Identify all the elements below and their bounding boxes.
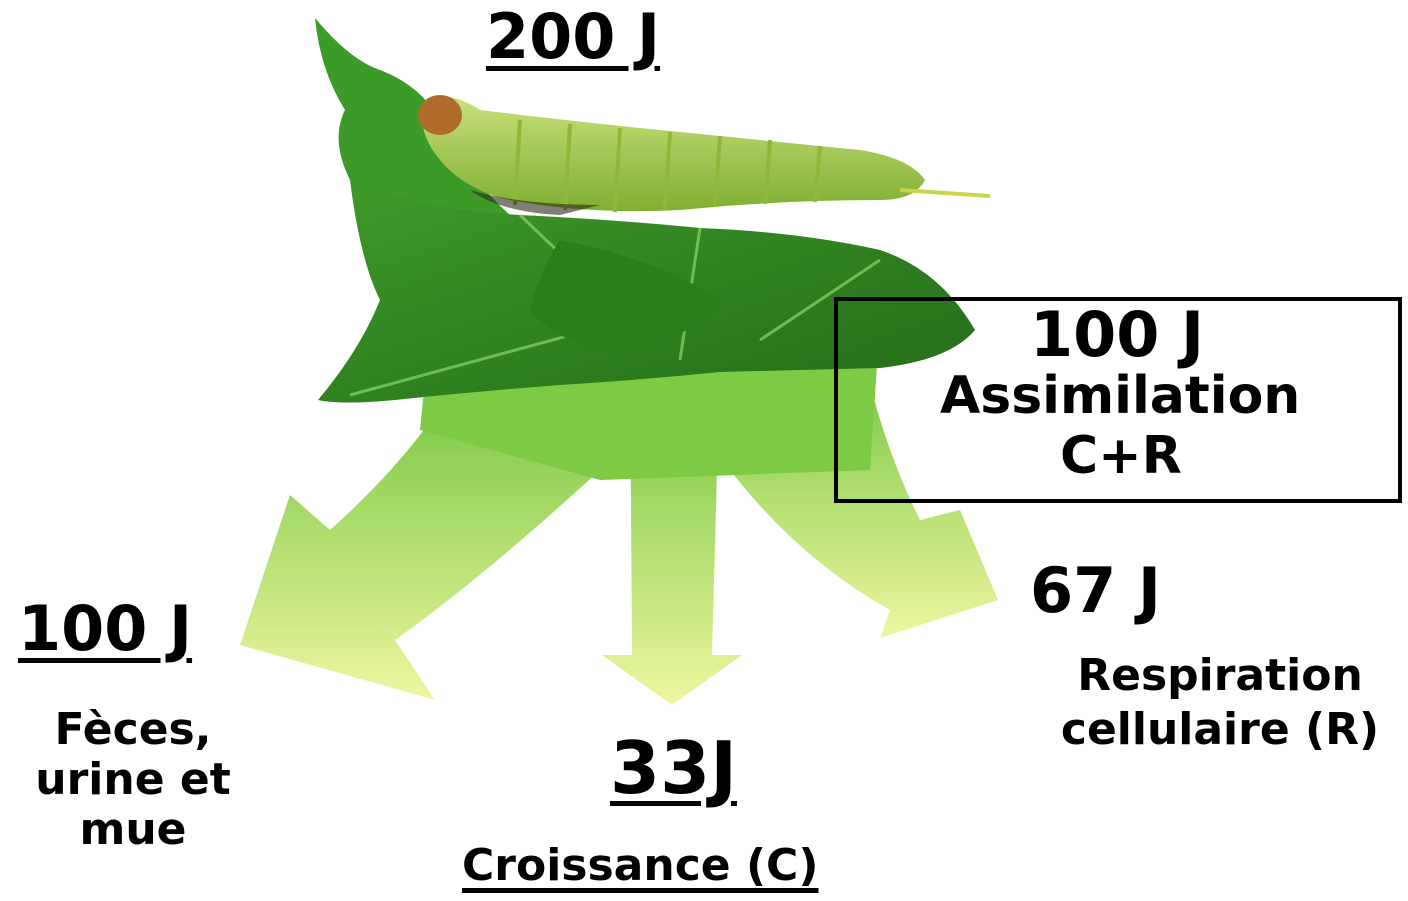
caterpillar-body (422, 97, 925, 211)
assimilation-formula: C+R (1060, 430, 1182, 482)
feces-value: 100 J (18, 598, 192, 660)
caterpillar (418, 95, 990, 215)
respiration-label-line2: cellulaire (R) (1040, 708, 1400, 752)
feces-label-line2: urine et (18, 758, 248, 802)
assimilation-label: Assimilation (940, 370, 1300, 422)
respiration-label-line1: Respiration (1040, 654, 1400, 698)
caterpillar-head (418, 95, 462, 135)
growth-value-text: 33J (610, 726, 737, 810)
assimilation-value: 100 J (1030, 304, 1204, 366)
respiration-value: 67 J (1030, 560, 1161, 622)
growth-value: 33J (610, 732, 737, 804)
caterpillar-tail (900, 190, 990, 196)
growth-label: Croissance (C) (462, 844, 818, 888)
feces-label-line3: mue (18, 808, 248, 852)
input-energy-value: 200 J (486, 6, 660, 68)
feces-label-line1: Fèces, (18, 708, 248, 752)
